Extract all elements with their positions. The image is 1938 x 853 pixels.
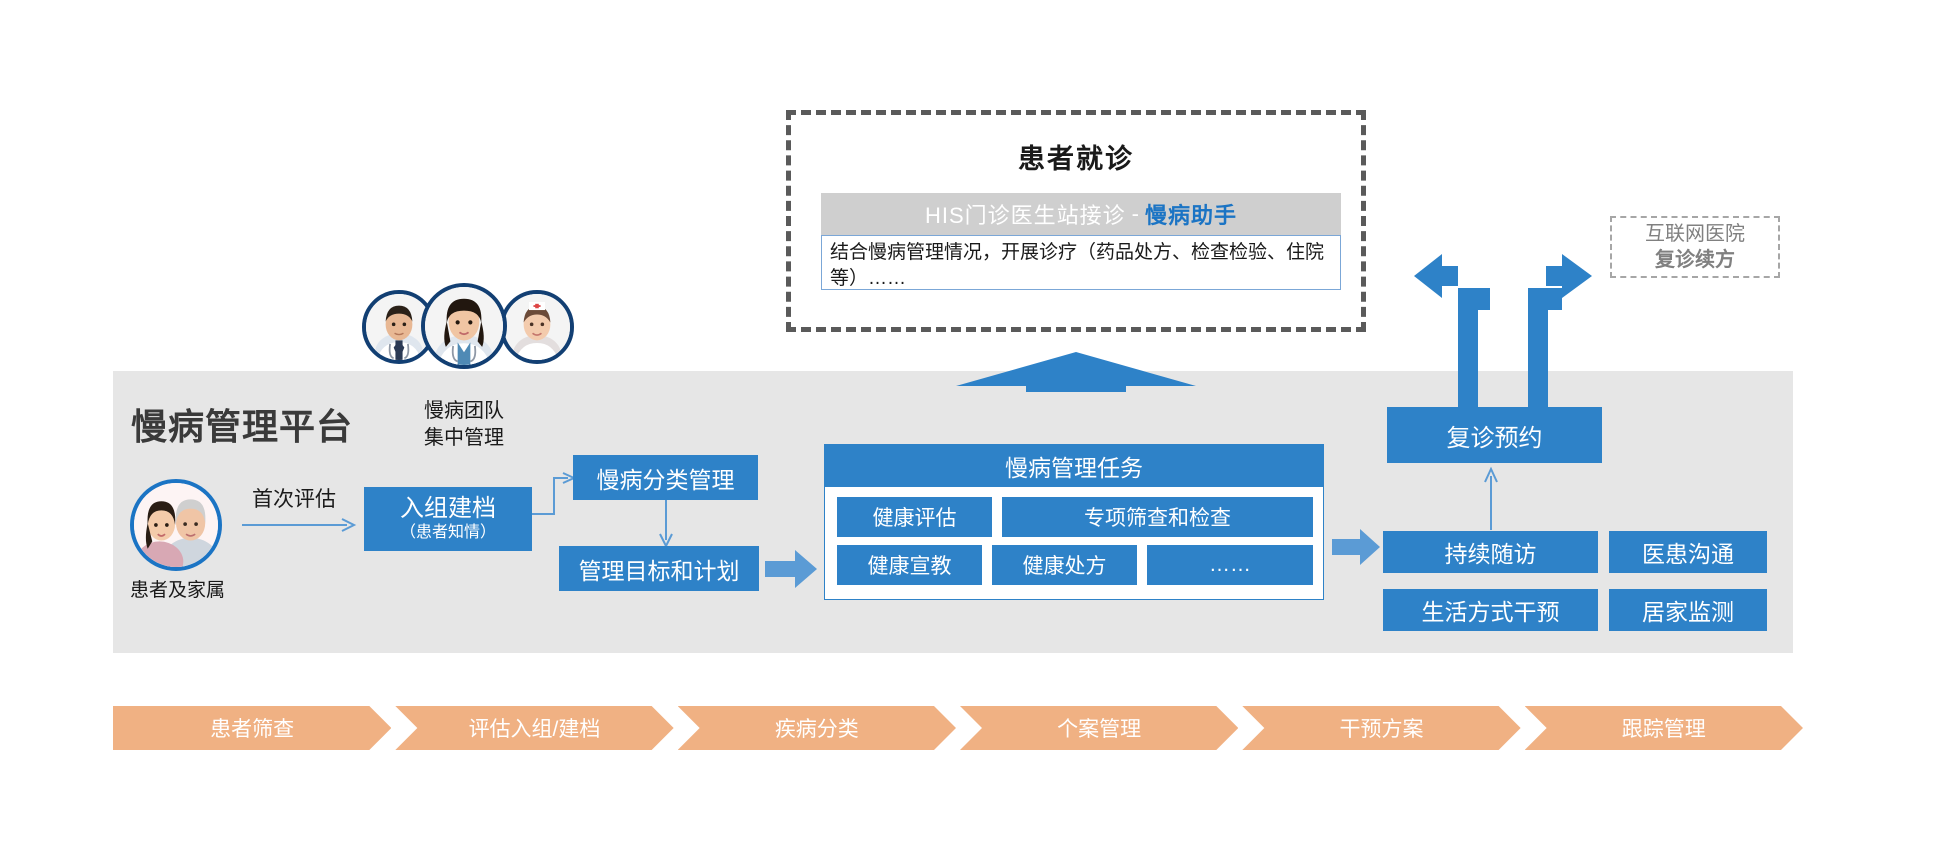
goal-plan-box[interactable]: 管理目标和计划 (559, 546, 759, 591)
chevron-step-5[interactable]: 干预方案 (1242, 706, 1520, 750)
goal-to-task-arrow (765, 549, 819, 589)
task-row: 健康评估 专项筛查和检查 (837, 497, 1313, 537)
task-cell-health-assessment[interactable]: 健康评估 (837, 497, 992, 537)
his-bar-accent-label: 慢病助手 (1145, 203, 1238, 228)
revisit-booking-label: 复诊预约 (1446, 424, 1543, 452)
task-row: 健康宣教 健康处方 …… (837, 545, 1313, 585)
continuous-followup-label: 持续随访 (1444, 541, 1537, 567)
internet-hospital-line1: 互联网医院 (1645, 223, 1745, 245)
visit-to-internet-hospital-arrow (1512, 236, 1612, 416)
platform-to-visit-arrow (956, 352, 1196, 392)
avatar-nurse (500, 290, 574, 364)
followup-to-revisit-arrow (1484, 466, 1498, 530)
chevron-step-1[interactable]: 患者筛查 (113, 706, 391, 750)
internet-hospital-box: 互联网医院 复诊续方 (1610, 216, 1780, 278)
doctor-patient-communication-box[interactable]: 医患沟通 (1609, 531, 1767, 573)
chevron-step-5-label: 干预方案 (1339, 718, 1424, 741)
chronic-task-grid: 健康评估 专项筛查和检查 健康宣教 健康处方 …… (837, 497, 1313, 593)
doctor-patient-communication-label: 医患沟通 (1642, 541, 1734, 567)
chevron-step-6[interactable]: 跟踪管理 (1525, 706, 1803, 750)
his-bar-separator: - (1131, 201, 1139, 226)
chevron-step-3[interactable]: 疾病分类 (678, 706, 956, 750)
chronic-task-panel-header: 慢病管理任务 (825, 445, 1323, 487)
first-assessment-arrow (242, 518, 357, 532)
chevron-step-2-label: 评估入组/建档 (468, 718, 601, 741)
lifestyle-intervention-box[interactable]: 生活方式干预 (1383, 589, 1598, 631)
enroll-to-classify-connector (532, 470, 578, 520)
page-title: 慢病管理平台 (131, 406, 354, 447)
team-label-line2: 集中管理 (424, 427, 504, 449)
chronic-task-panel: 慢病管理任务 健康评估 专项筛查和检查 健康宣教 健康处方 …… (824, 444, 1324, 600)
patient-visit-title: 患者就诊 (1018, 144, 1134, 174)
chevron-step-1-label: 患者筛查 (210, 718, 295, 741)
task-cell-health-education[interactable]: 健康宣教 (837, 545, 982, 585)
patient-family-label: 患者及家属 (129, 580, 225, 601)
avatar-doctor-female (421, 283, 507, 369)
avatar-patient-family (130, 479, 222, 571)
revisit-booking-box[interactable]: 复诊预约 (1387, 407, 1602, 463)
internet-hospital-line2: 复诊续方 (1655, 249, 1735, 271)
team-label: 慢病团队 集中管理 (424, 398, 504, 452)
his-body-text: 结合慢病管理情况，开展诊疗（药品处方、检查检验、住院等）…… (821, 235, 1341, 290)
chevron-step-4[interactable]: 个案管理 (960, 706, 1238, 750)
classify-management-label: 慢病分类管理 (596, 466, 735, 493)
task-to-followup-arrow (1332, 528, 1382, 566)
first-assessment-label: 首次评估 (252, 488, 336, 511)
home-monitoring-label: 居家监测 (1642, 599, 1734, 625)
task-cell-health-prescription[interactable]: 健康处方 (992, 545, 1137, 585)
classify-management-box[interactable]: 慢病分类管理 (573, 455, 758, 500)
chevron-step-6-label: 跟踪管理 (1621, 718, 1706, 741)
home-monitoring-box[interactable]: 居家监测 (1609, 589, 1767, 631)
goal-plan-label: 管理目标和计划 (578, 557, 740, 584)
chevron-step-4-label: 个案管理 (1057, 718, 1142, 741)
task-cell-more[interactable]: …… (1147, 545, 1313, 585)
enroll-record-box[interactable]: 入组建档 （患者知情） (364, 487, 532, 551)
classify-to-goal-connector (659, 500, 673, 549)
his-bar-main-label: HIS门诊医生站接诊 (924, 203, 1126, 228)
chevron-step-2[interactable]: 评估入组/建档 (395, 706, 673, 750)
enroll-record-subtitle: （患者知情） (399, 524, 496, 541)
process-chevron-bar: 患者筛查 评估入组/建档 疾病分类 个案管理 干预方案 跟踪管理 (113, 706, 1803, 750)
his-outpatient-bar: HIS门诊医生站接诊 - 慢病助手 (821, 193, 1341, 235)
team-label-line1: 慢病团队 (424, 400, 504, 422)
chevron-step-3-label: 疾病分类 (774, 718, 859, 741)
lifestyle-intervention-label: 生活方式干预 (1421, 599, 1560, 625)
task-cell-special-screening[interactable]: 专项筛查和检查 (1002, 497, 1313, 537)
continuous-followup-box[interactable]: 持续随访 (1383, 531, 1598, 573)
enroll-record-title: 入组建档 (400, 495, 496, 522)
patient-visit-box: 患者就诊 HIS门诊医生站接诊 - 慢病助手 结合慢病管理情况，开展诊疗（药品处… (786, 110, 1366, 332)
revisit-to-visit-arrow (1406, 236, 1496, 416)
